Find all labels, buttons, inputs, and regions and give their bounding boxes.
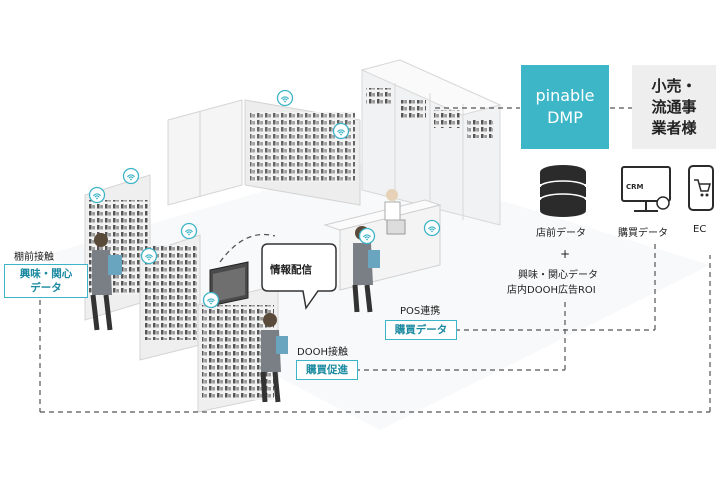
speech-bubble xyxy=(261,243,337,310)
crm-monitor-icon: CRM xyxy=(621,166,671,212)
front-shelf xyxy=(197,261,279,413)
store-front-data-label: 店前データ xyxy=(536,228,586,239)
output-line2: 店内DOOH広告ROI xyxy=(507,285,596,296)
data-flow-lines xyxy=(39,107,711,413)
pinable-dmp-box: pinable DMP xyxy=(521,65,609,149)
ec-label: EC xyxy=(693,224,707,235)
retailer-line3: 業者様 xyxy=(651,118,697,137)
interest-data-tag: 興味・関心 データ xyxy=(4,264,88,298)
dooh-touch-title: DOOH接触 xyxy=(297,347,348,358)
retailer-line2: 流通事 xyxy=(651,97,697,116)
shopper-dooh xyxy=(260,313,288,403)
pos-purchase-data-tag: 購買データ xyxy=(385,320,457,340)
crm-label: CRM xyxy=(626,183,644,191)
store-floor xyxy=(45,160,710,430)
refrigerated-cases xyxy=(360,59,502,226)
purchase-data-label: 購買データ xyxy=(618,228,668,239)
dmp-line2: DMP xyxy=(547,108,583,127)
middle-shelf xyxy=(139,234,201,361)
output-line1: 興味・関心データ xyxy=(518,270,598,281)
back-shelf xyxy=(167,99,361,206)
interest-tag-line1: 興味・関心 xyxy=(19,268,73,280)
shelf-touch-title: 棚前接触 xyxy=(14,252,54,263)
pos-link-title: POS連携 xyxy=(400,306,441,317)
interest-tag-line2: データ xyxy=(30,282,62,294)
info-delivery-text: 情報配信 xyxy=(270,264,312,276)
plus-sign: + xyxy=(560,247,571,261)
purchase-promotion-tag: 購買促進 xyxy=(296,360,358,380)
shopper-shelf xyxy=(90,233,122,331)
smartphone-cart-icon xyxy=(688,165,714,211)
retailer-line1: 小売・ xyxy=(651,76,697,95)
dmp-line1: pinable xyxy=(535,86,595,105)
retailer-box: 小売・ 流通事 業者様 xyxy=(632,65,716,149)
database-icon xyxy=(539,165,587,217)
